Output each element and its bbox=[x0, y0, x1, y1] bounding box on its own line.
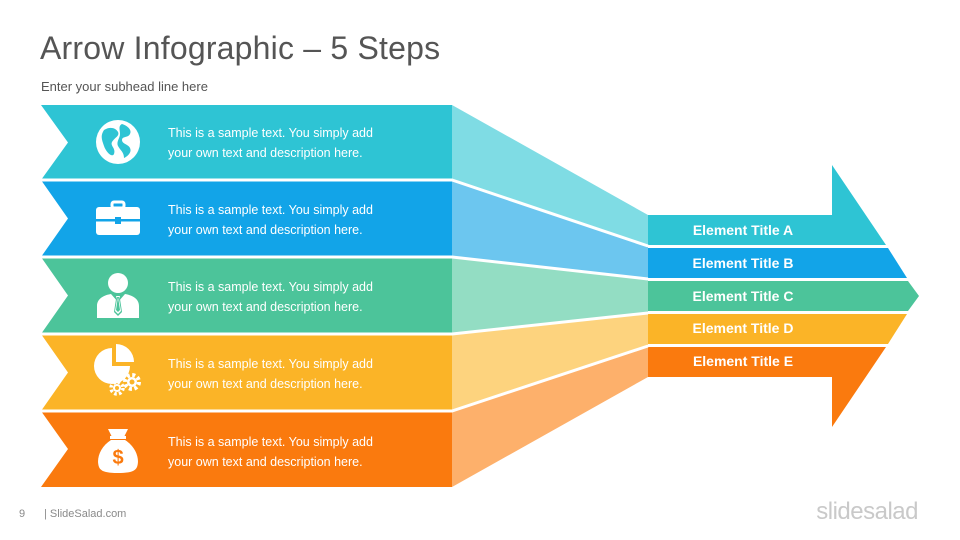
step-description-d: This is a sample text. You simply add yo… bbox=[168, 354, 428, 394]
arrow-stripe-d bbox=[648, 314, 907, 344]
arrow-stripe-e bbox=[648, 347, 886, 427]
step-band-d bbox=[41, 334, 452, 411]
funnel-connector-b bbox=[452, 180, 648, 278]
step-description-line: your own text and description here. bbox=[168, 223, 363, 237]
step-description-line: your own text and description here. bbox=[168, 377, 363, 391]
brand-logo: slidesalad bbox=[816, 498, 918, 526]
briefcase-icon bbox=[96, 200, 140, 235]
step-description-c: This is a sample text. You simply add yo… bbox=[168, 277, 428, 317]
element-title-d: Element Title D bbox=[692, 320, 794, 336]
arrow-stripe-b bbox=[648, 248, 907, 278]
step-description-line: This is a sample text. You simply add bbox=[168, 280, 373, 294]
band-separators bbox=[41, 178, 649, 413]
element-title-e: Element Title E bbox=[692, 353, 794, 369]
businessman-icon bbox=[97, 273, 139, 318]
funnel-connector-d bbox=[452, 314, 648, 411]
step-description-a: This is a sample text. You simply add yo… bbox=[168, 123, 428, 163]
step-description-line: your own text and description here. bbox=[168, 146, 363, 160]
step-description-line: This is a sample text. You simply add bbox=[168, 357, 373, 371]
step-description-line: This is a sample text. You simply add bbox=[168, 126, 373, 140]
step-band-b bbox=[41, 180, 452, 257]
step-band-a bbox=[41, 105, 452, 180]
globe-icon bbox=[96, 120, 140, 164]
svg-text:$: $ bbox=[112, 447, 123, 469]
element-title-c: Element Title C bbox=[692, 288, 794, 304]
step-band-e bbox=[41, 411, 452, 487]
step-description-line: This is a sample text. You simply add bbox=[168, 203, 373, 217]
element-title-a: Element Title A bbox=[692, 222, 794, 238]
pie-chart-gears-icon bbox=[94, 344, 141, 396]
funnel-connector-c bbox=[452, 257, 648, 334]
brand-logo-part1: slide bbox=[816, 498, 864, 525]
footer-site-link[interactable]: | SlideSalad.com bbox=[44, 508, 127, 520]
arrow-stripe-a bbox=[648, 165, 886, 245]
step-description-b: This is a sample text. You simply add yo… bbox=[168, 200, 428, 240]
element-title-b: Element Title B bbox=[692, 255, 794, 271]
step-description-e: This is a sample text. You simply add yo… bbox=[168, 432, 428, 472]
funnel-connector-a bbox=[452, 105, 648, 245]
page-title: Arrow Infographic – 5 Steps bbox=[40, 30, 441, 66]
step-description-line: your own text and description here. bbox=[168, 455, 363, 469]
step-description-line: This is a sample text. You simply add bbox=[168, 435, 373, 449]
funnel-connector-e bbox=[452, 347, 648, 487]
step-description-line: your own text and description here. bbox=[168, 300, 363, 314]
arrow-stripe-c bbox=[648, 281, 919, 311]
step-band-c bbox=[41, 257, 452, 334]
page-number: 9 bbox=[19, 508, 26, 520]
brand-logo-part2: salad bbox=[863, 498, 918, 525]
money-bag-icon: $ bbox=[98, 429, 138, 473]
page-subhead: Enter your subhead line here bbox=[41, 79, 208, 94]
